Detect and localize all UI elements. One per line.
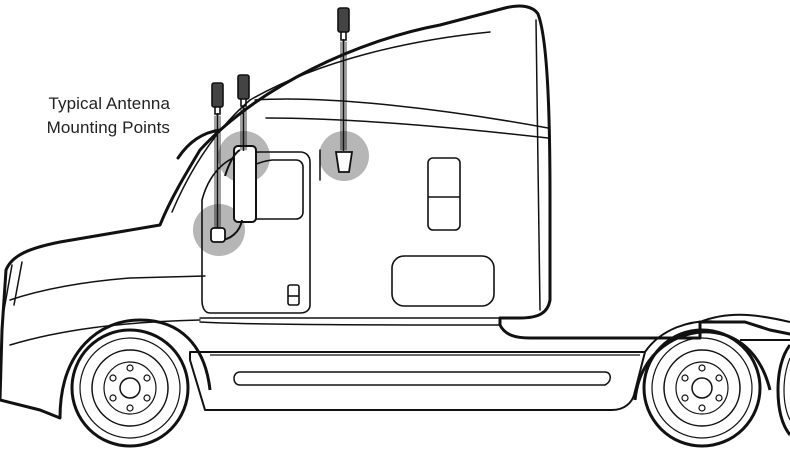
- sleeper-storage-door: [392, 256, 494, 306]
- mirror-glass: [234, 146, 256, 222]
- rear-wheel-2: [778, 345, 790, 435]
- sleeper-windows: [392, 158, 494, 306]
- door-handle: [288, 285, 299, 305]
- rear-wheel: [635, 330, 770, 446]
- cab-body: [0, 6, 790, 418]
- sleeper-window: [428, 158, 460, 230]
- front-wheel: [60, 320, 210, 446]
- antennas: [211, 8, 352, 242]
- side-skirt: [190, 352, 645, 410]
- cab-details: [4, 20, 548, 345]
